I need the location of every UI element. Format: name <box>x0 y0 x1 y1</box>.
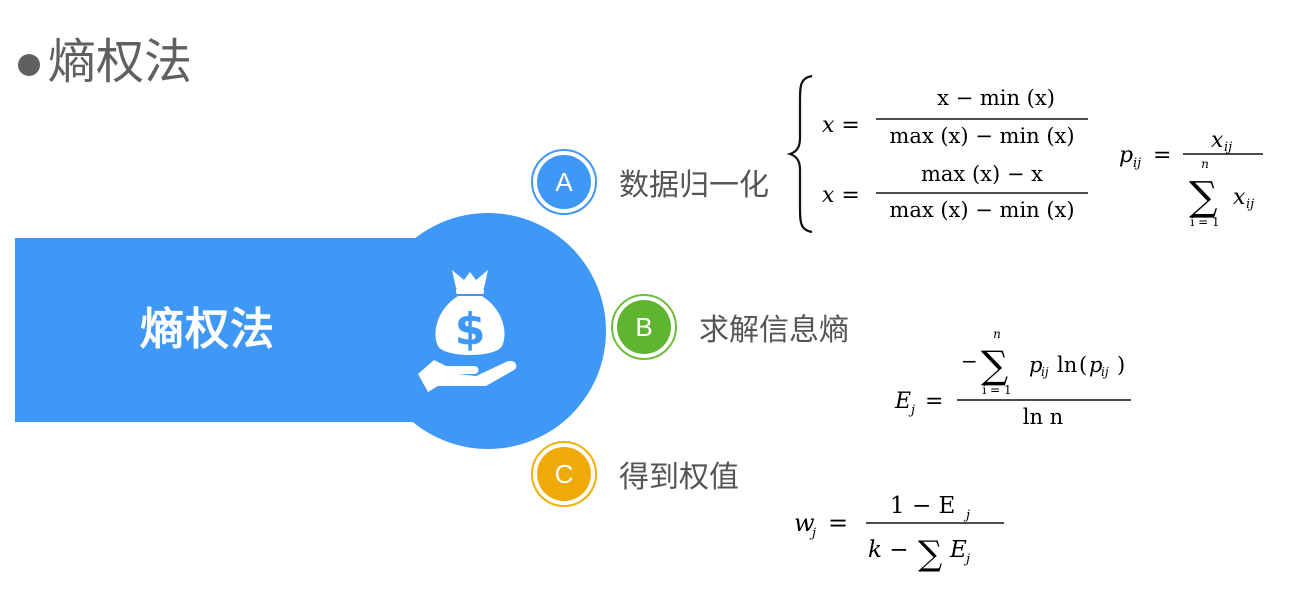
formula-subscript: ij <box>1041 365 1049 379</box>
sum-icon: ∑ <box>1189 174 1218 220</box>
badge-c: C <box>537 447 591 501</box>
formula-lhs: x = <box>822 183 860 208</box>
step-label-weight: 得到权值 <box>619 460 739 495</box>
formula-lhs: E <box>894 389 911 414</box>
formula-sum-top: n <box>1201 157 1209 171</box>
step-label-normalize: 数据归一化 <box>619 168 769 203</box>
formula-denominator: ln n <box>1023 405 1063 429</box>
formula-sum-bottom: i = 1 <box>1190 215 1219 229</box>
step-weight: C 得到权值 <box>531 441 739 507</box>
step-entropy: B 求解信息熵 <box>611 294 849 360</box>
formula-denominator: max (x) − min (x) <box>889 124 1074 148</box>
step-normalize: A 数据归一化 <box>531 149 769 215</box>
formula-lhs: w <box>794 509 815 537</box>
badge-ring-b: B <box>611 294 677 360</box>
weight-formula: w j = 1 − E j k − ∑ E j <box>794 493 1004 574</box>
svg-text:$: $ <box>455 304 486 355</box>
step-label-entropy: 求解信息熵 <box>699 313 849 348</box>
formula-equals: = <box>1153 143 1171 168</box>
formula-term: p <box>1029 353 1042 377</box>
formula-equals: = <box>828 509 848 537</box>
formula-numerator: 1 − E <box>890 493 955 519</box>
formula-subscript: ij <box>1246 197 1254 212</box>
formula-numerator: x − min (x) <box>937 86 1055 110</box>
badge-a: A <box>537 155 591 209</box>
badge-b: B <box>617 300 671 354</box>
bullet-icon <box>18 54 40 76</box>
formula-ln: ln <box>1057 353 1077 377</box>
formula-paren-arg: p <box>1089 353 1102 377</box>
hero-label: 熵权法 <box>140 304 275 355</box>
formula-minus: − <box>961 349 978 373</box>
formula-subscript: j <box>963 552 970 567</box>
formula-subscript: j <box>963 508 970 523</box>
badge-ring-c: C <box>531 441 597 507</box>
sum-icon: ∑ <box>981 343 1008 387</box>
formula-sum-bottom: i = 1 <box>982 383 1011 397</box>
badge-ring-a: A <box>531 149 597 215</box>
formula-denominator: max (x) − min (x) <box>889 198 1074 222</box>
formula-subscript: ij <box>1224 140 1232 155</box>
formula-lhs: p <box>1119 143 1133 168</box>
formula-paren: ) <box>1117 353 1125 377</box>
formula-equals: = <box>925 389 943 414</box>
formula-lhs: x = <box>822 113 860 138</box>
formula-denominator-e: E <box>949 537 967 563</box>
slide-title-text: 熵权法 <box>48 34 193 90</box>
formula-subscript: ij <box>1101 365 1109 379</box>
normalization-formula: x = x − min (x) max (x) − min (x) x = ma… <box>786 74 1088 234</box>
formula-paren: ( <box>1079 353 1087 377</box>
formula-sum-top: n <box>993 328 1001 341</box>
entropy-formula: E j = − n ∑ i = 1 p ij ln ( p ij ) ln n <box>894 328 1131 429</box>
formula-subscript: j <box>809 526 816 541</box>
formula-denominator: x <box>1233 185 1246 210</box>
formula-subscript: ij <box>1133 156 1141 171</box>
formula-numerator: x <box>1211 128 1224 153</box>
formula-numerator: max (x) − x <box>921 162 1043 186</box>
proportion-formula: p ij = x ij n ∑ i = 1 x ij <box>1119 128 1263 229</box>
slide-title: 熵权法 <box>18 38 192 86</box>
money-bag-hand-icon: $ <box>418 270 517 392</box>
formula-subscript: j <box>908 403 915 418</box>
formula-denominator-k: k − <box>868 537 909 563</box>
sum-icon: ∑ <box>918 534 942 574</box>
